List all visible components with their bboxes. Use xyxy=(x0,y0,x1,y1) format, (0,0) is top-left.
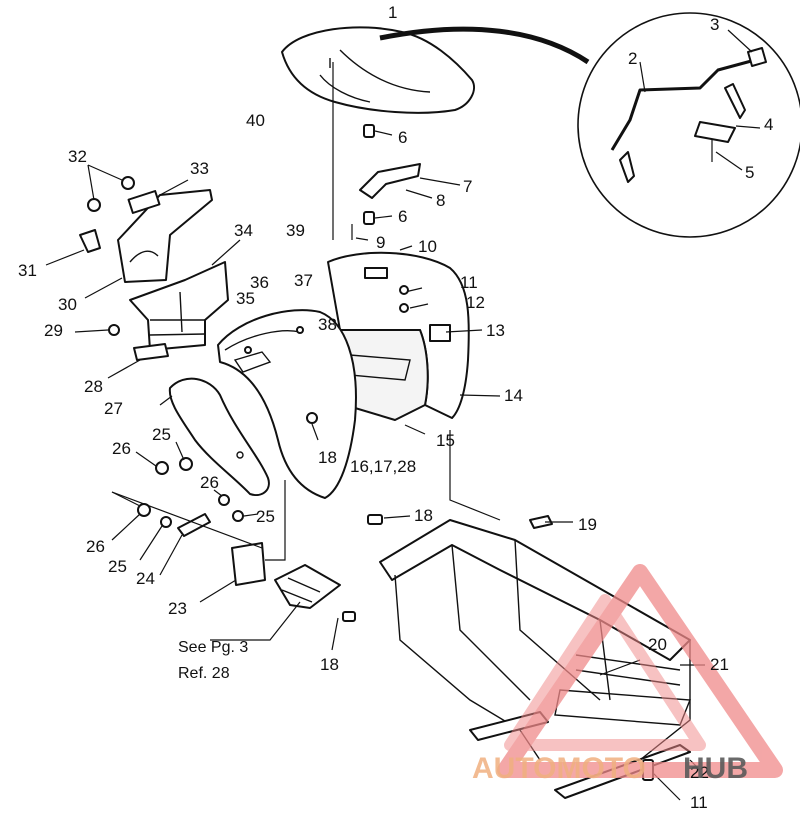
watermark-logo xyxy=(497,564,783,778)
callout-38: 38 xyxy=(318,315,337,334)
callout-1: 1 xyxy=(388,3,397,22)
callout-24: 24 xyxy=(136,569,155,588)
callout-10: 10 xyxy=(418,237,437,256)
callout-11b: 11 xyxy=(690,793,708,812)
callout-36: 36 xyxy=(250,273,269,292)
callout-35: 35 xyxy=(236,289,255,308)
foot-plate xyxy=(111,480,341,651)
callout-34: 34 xyxy=(234,221,253,240)
callout-25c: 25 xyxy=(108,557,127,576)
callout-32: 32 xyxy=(68,147,87,166)
callout-39: 39 xyxy=(286,221,305,240)
callout-20: 20 xyxy=(648,635,667,654)
callout-18c: 18 xyxy=(320,655,339,674)
reference-note-line2: Ref. 28 xyxy=(178,665,230,682)
callout-8: 8 xyxy=(436,191,445,210)
callout-40: 40 xyxy=(246,111,265,130)
callout-3: 3 xyxy=(710,15,719,34)
callout-2: 2 xyxy=(628,49,637,68)
callout-6a: 6 xyxy=(398,128,407,147)
callout-25b: 25 xyxy=(256,507,275,526)
front-fender xyxy=(217,309,357,499)
callout-13: 13 xyxy=(486,321,505,340)
mud-flap xyxy=(159,377,270,496)
battery-box xyxy=(74,239,241,379)
callout-5: 5 xyxy=(745,163,754,182)
callout-26b: 26 xyxy=(200,473,219,492)
callout-28: 28 xyxy=(84,377,103,396)
callout-4: 4 xyxy=(764,115,773,134)
callout-18b: 18 xyxy=(414,506,433,525)
seat-bracket xyxy=(351,124,461,241)
callout-22: 22 xyxy=(690,763,709,782)
callout-6b: 6 xyxy=(398,207,407,226)
callout-21: 21 xyxy=(710,655,729,674)
callout-11a: 11 xyxy=(460,273,478,292)
callout-26a: 26 xyxy=(112,439,131,458)
callout-19: 19 xyxy=(578,515,597,534)
callout-9: 9 xyxy=(376,233,385,252)
reference-note-line1: See Pg. 3 xyxy=(178,639,248,656)
callout-161728: 16,17,28 xyxy=(350,457,416,476)
callout-23: 23 xyxy=(168,599,187,618)
callout-14: 14 xyxy=(504,386,523,405)
callout-27: 27 xyxy=(104,399,123,418)
callout-7: 7 xyxy=(463,177,472,196)
rear-fender xyxy=(327,245,501,435)
callout-18a: 18 xyxy=(318,448,337,467)
watermark-text-automoto: AUTOMOTO xyxy=(472,752,646,785)
callout-15: 15 xyxy=(436,431,455,450)
callout-25a: 25 xyxy=(152,425,171,444)
seat xyxy=(281,26,590,240)
seat-latch-inset xyxy=(577,12,800,238)
callout-12: 12 xyxy=(466,293,485,312)
watermark-text-hub: HUB xyxy=(683,752,748,785)
side-panel xyxy=(45,164,213,299)
callout-31: 31 xyxy=(18,261,37,280)
callout-29: 29 xyxy=(44,321,63,340)
callout-26c: 26 xyxy=(86,537,105,556)
callout-37: 37 xyxy=(294,271,313,290)
callout-30: 30 xyxy=(58,295,77,314)
callout-33: 33 xyxy=(190,159,209,178)
fasteners xyxy=(111,423,411,622)
